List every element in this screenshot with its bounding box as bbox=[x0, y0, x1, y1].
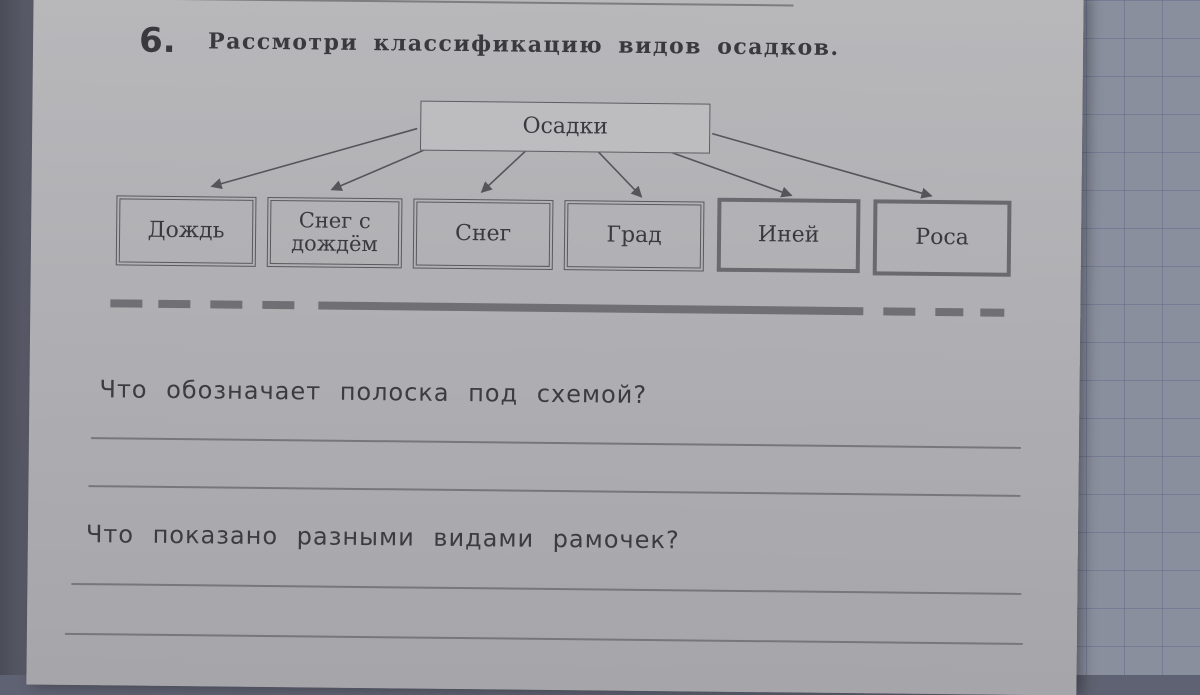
box-iney: Иней bbox=[716, 197, 861, 274]
question-2: Что показано разными видами рамочек? bbox=[85, 520, 680, 555]
arrow-to-dozhd bbox=[210, 127, 418, 190]
strip-dash bbox=[935, 307, 964, 317]
strip-dash bbox=[262, 300, 295, 310]
box-label: Град bbox=[606, 222, 662, 249]
answer-line bbox=[88, 485, 1021, 497]
box-label: Роса bbox=[915, 224, 969, 251]
root-label: Осадки bbox=[522, 113, 609, 140]
strip-dash bbox=[210, 300, 243, 309]
arrow-to-grad bbox=[596, 149, 643, 198]
strip-dash bbox=[980, 308, 1005, 317]
answer-line bbox=[64, 632, 1023, 645]
strip-dash bbox=[110, 299, 143, 308]
strip-dash bbox=[158, 299, 191, 309]
box-sneg-s-dozhdem: Снег с дождём bbox=[266, 196, 403, 269]
box-dozhd: Дождь bbox=[115, 195, 257, 267]
box-rosa: Роса bbox=[872, 199, 1012, 277]
arrow-to-rosa bbox=[711, 132, 933, 199]
classification-arrows bbox=[210, 127, 933, 199]
answer-line bbox=[71, 582, 1022, 595]
box-grad: Град bbox=[563, 200, 705, 272]
root-box-osadki: Осадки bbox=[419, 100, 711, 154]
box-label: Дождь bbox=[147, 217, 225, 244]
arrow-to-sneg-s-dozhdem bbox=[330, 145, 433, 191]
box-label: Снег bbox=[454, 220, 512, 247]
box-label: Иней bbox=[757, 222, 820, 248]
arrow-to-sneg bbox=[480, 149, 528, 193]
question-1: Что обозначает полоска под схемой? bbox=[99, 375, 648, 409]
box-sneg: Снег bbox=[412, 198, 554, 270]
arrow-to-iney bbox=[661, 148, 793, 198]
box-label: Снег с дождём bbox=[291, 208, 378, 257]
workbook-page: 6. Рассмотри классификацию видов осадков… bbox=[26, 0, 1084, 695]
answer-line bbox=[90, 437, 1021, 449]
strip-dash bbox=[883, 307, 916, 316]
